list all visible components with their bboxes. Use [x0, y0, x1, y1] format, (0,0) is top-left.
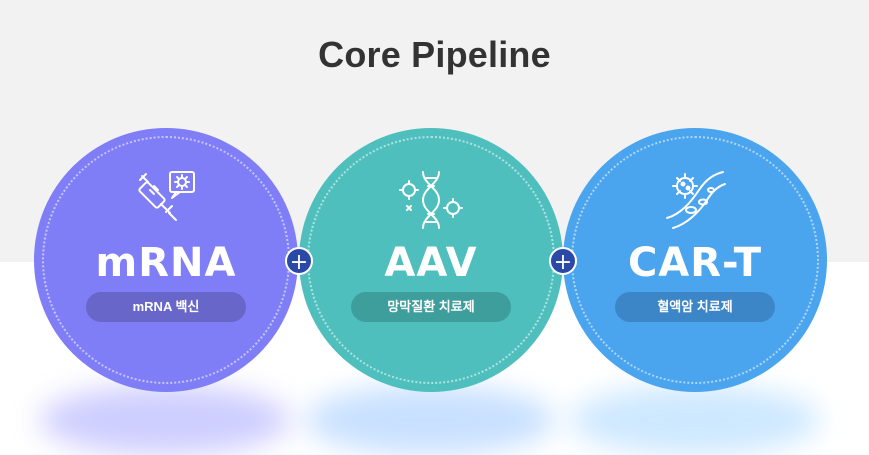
circle-shadow [570, 385, 820, 455]
blood-cells-icon [666, 171, 726, 229]
circle-shadow [40, 385, 290, 455]
pipeline-name: CAR-T [627, 240, 763, 286]
circle-shadow [305, 385, 555, 455]
pipeline-subtitle-badge: 혈액암 치료제 [615, 292, 775, 322]
dna-helix-icon [399, 171, 463, 229]
pipeline-card-mrna[interactable]: mRNA mRNA 백신 [34, 128, 298, 392]
pipeline-subtitle-badge: mRNA 백신 [86, 292, 246, 322]
pipeline-card-car-t[interactable]: CAR-T 혈액암 치료제 [563, 128, 827, 392]
page-title: Core Pipeline [318, 34, 551, 75]
pipeline-card-aav[interactable]: AAV 망막질환 치료제 [299, 128, 563, 392]
plus-connector-icon: + [549, 247, 577, 275]
pipeline-name: mRNA [95, 240, 237, 286]
pipeline-name: AAV [384, 240, 478, 286]
pipeline-subtitle-badge: 망막질환 치료제 [351, 292, 511, 322]
plus-connector-icon: + [285, 247, 313, 275]
syringe-virus-icon [138, 171, 195, 221]
